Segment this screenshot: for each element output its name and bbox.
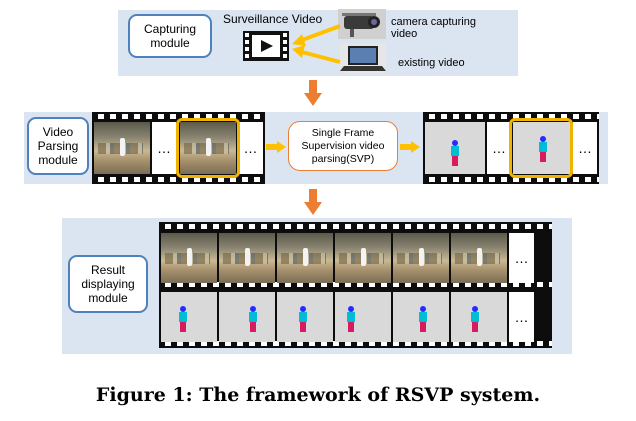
result-parsing-frame — [161, 292, 217, 342]
capturing-module-box: Capturing module — [128, 14, 212, 58]
film-icon — [243, 31, 289, 61]
result-parsing-frame — [277, 292, 333, 342]
arrow-to-svp — [266, 141, 286, 153]
result-parsing-frame — [451, 292, 507, 342]
parsing-module-box: Video Parsing module — [27, 117, 89, 175]
arrow-from-svp — [400, 141, 420, 153]
result-parsing-frame — [219, 292, 275, 342]
flow-arrow-1 — [304, 80, 322, 106]
output-ellipsis-1: … — [487, 122, 511, 174]
camera-label: camera capturing video — [391, 16, 476, 40]
result-scene-frame — [161, 233, 217, 283]
figure-caption: Figure 1: The framework of RSVP system. — [95, 384, 541, 406]
result-parsing-frame — [335, 292, 391, 342]
input-arrows — [292, 24, 341, 64]
output-frame-selected — [513, 122, 571, 174]
result-scene-frame — [277, 233, 333, 283]
flow-arrow-2 — [304, 189, 322, 215]
output-selected-highlight — [509, 118, 573, 178]
svp-box: Single Frame Supervision video parsing(S… — [288, 121, 398, 171]
output-frame-1 — [425, 122, 485, 174]
input-frame-1 — [94, 122, 150, 174]
surveillance-video-title: Surveillance Video — [223, 12, 323, 26]
laptop-label: existing video — [398, 57, 465, 69]
result-scene-frame — [335, 233, 391, 283]
result-scene-frame — [393, 233, 449, 283]
result-module-box: Result displaying module — [68, 255, 148, 313]
camera-icon — [338, 9, 386, 39]
laptop-icon — [340, 43, 386, 73]
input-selected-highlight — [176, 118, 240, 178]
result-scene-frame — [451, 233, 507, 283]
result-parsing-frame — [393, 292, 449, 342]
output-ellipsis-2: … — [573, 122, 597, 174]
input-ellipsis-1: … — [152, 122, 176, 174]
result-scene-frame — [219, 233, 275, 283]
result-ellipsis: … — [509, 233, 534, 283]
input-frame-selected — [180, 122, 236, 174]
input-ellipsis-2: … — [238, 122, 263, 174]
result-ellipsis: … — [509, 292, 534, 342]
